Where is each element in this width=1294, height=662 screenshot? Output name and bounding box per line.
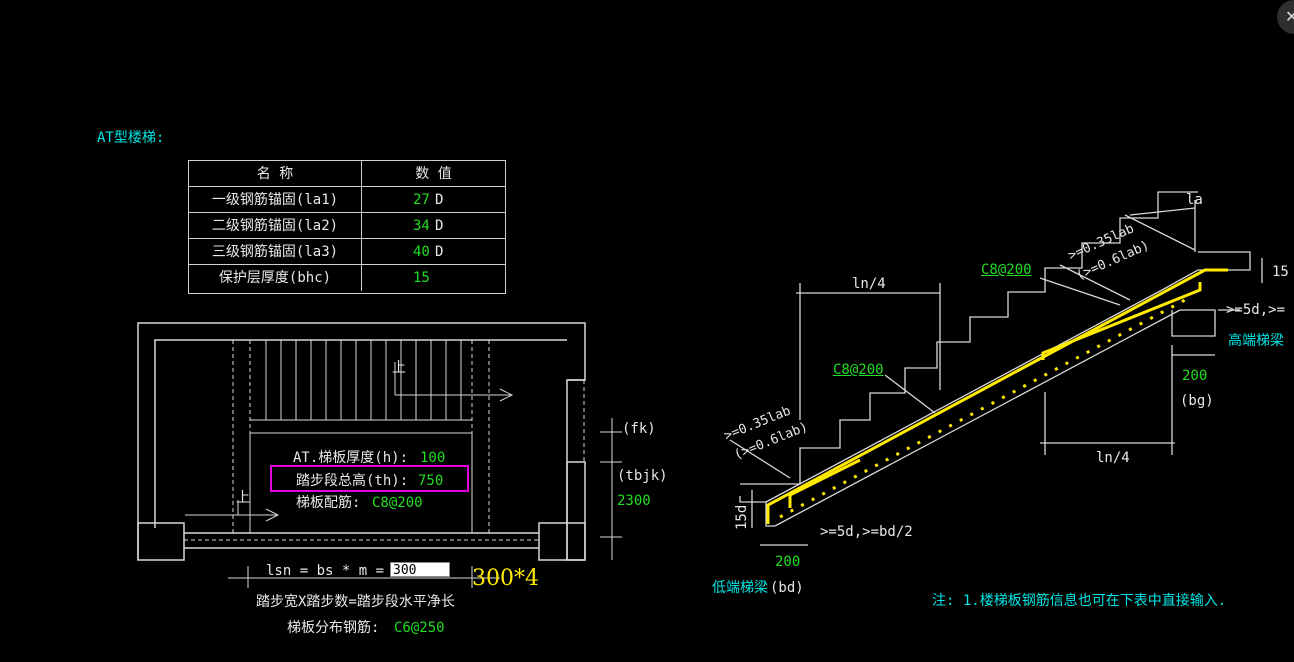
- width-value[interactable]: 2300: [617, 493, 651, 509]
- wall-pier-right-upper: [566, 461, 586, 561]
- lsn-label: lsn = bs * m =: [266, 563, 385, 579]
- lsn-input[interactable]: 300: [390, 562, 450, 578]
- row-value[interactable]: 27: [413, 192, 430, 208]
- note-text: 注: 1.楼梯板钢筋信息也可在下表中直接输入.: [932, 593, 1227, 609]
- tbjk-label: (tbjk): [617, 468, 668, 484]
- rebar-top-label[interactable]: C8@200: [981, 262, 1032, 278]
- bg-label: (bg): [1180, 393, 1214, 409]
- row-unit: D: [435, 192, 444, 208]
- thickness-label: AT.梯板厚度(h):: [293, 450, 409, 466]
- anchor-table: 名 称 数 值 一级钢筋锚固(la1) 27 D 二级钢筋锚固(la2) 34 …: [188, 160, 506, 294]
- min-5d-high-label: >=5d,>=: [1226, 302, 1286, 318]
- high-beam-label: 高端梯梁: [1228, 333, 1284, 349]
- step-profile: [740, 191, 1198, 485]
- fk-label: (fk): [622, 421, 656, 437]
- row-name: 一级钢筋锚固(la1): [189, 187, 362, 213]
- height-highlight-box: [270, 465, 469, 492]
- table-row[interactable]: 二级钢筋锚固(la2) 34 D: [189, 213, 505, 239]
- low-beam-label: 低端梯梁: [712, 580, 768, 596]
- cover-15-label: 15: [1272, 264, 1289, 280]
- rebar-value[interactable]: C8@200: [372, 495, 423, 511]
- row-unit: D: [435, 218, 444, 234]
- min-5d-low-label: >=5d,>=bd/2: [820, 524, 913, 540]
- table-row[interactable]: 保护层厚度(bhc) 15: [189, 265, 505, 291]
- row-name: 三级钢筋锚固(la3): [189, 239, 362, 265]
- close-icon[interactable]: ✕: [1277, 0, 1294, 34]
- dist-value[interactable]: C6@250: [394, 620, 445, 636]
- row-value[interactable]: 15: [413, 270, 430, 286]
- stair-type-title: AT型楼梯:: [97, 130, 165, 146]
- header-value: 数 值: [415, 166, 452, 182]
- up-label-2: 上: [236, 490, 250, 506]
- table-header-row: 名 称 数 值: [189, 161, 505, 187]
- plan-inner-wall: [154, 339, 567, 528]
- formula-label: 踏步宽X踏步数=踏步段水平净长: [256, 594, 455, 610]
- row-unit: D: [435, 244, 444, 260]
- row-value[interactable]: 40: [413, 244, 430, 260]
- bg-value[interactable]: 200: [1182, 368, 1208, 384]
- ln4-top-label: ln/4: [852, 276, 886, 292]
- lsn-note: 300*4: [472, 566, 539, 591]
- header-name: 名 称: [189, 161, 362, 187]
- la-label: la: [1186, 192, 1203, 208]
- row-value[interactable]: 34: [413, 218, 430, 234]
- table-row[interactable]: 一级钢筋锚固(la1) 27 D: [189, 187, 505, 213]
- wall-pier-right: [538, 522, 586, 561]
- height-label: 踏步段总高(th):: [296, 473, 409, 489]
- dist-label: 梯板分布钢筋:: [287, 620, 380, 636]
- rebar-main: [766, 268, 1228, 524]
- rebar-mid-label[interactable]: C8@200: [833, 362, 884, 378]
- row-name: 保护层厚度(bhc): [189, 265, 362, 291]
- thickness-value[interactable]: 100: [420, 450, 446, 466]
- plan-outer-wall: [137, 322, 586, 560]
- ln4-bottom-label: ln/4: [1096, 450, 1130, 466]
- bd-label: (bd): [770, 580, 804, 596]
- bd-value[interactable]: 200: [775, 554, 801, 570]
- up-label-1: 上: [392, 360, 406, 376]
- wall-pier-left: [137, 522, 185, 561]
- row-name: 二级钢筋锚固(la2): [189, 213, 362, 239]
- d15-label: 15d: [734, 504, 750, 530]
- height-value[interactable]: 750: [418, 473, 444, 489]
- table-row[interactable]: 三级钢筋锚固(la3) 40 D: [189, 239, 505, 265]
- rebar-label: 梯板配筋:: [296, 495, 361, 511]
